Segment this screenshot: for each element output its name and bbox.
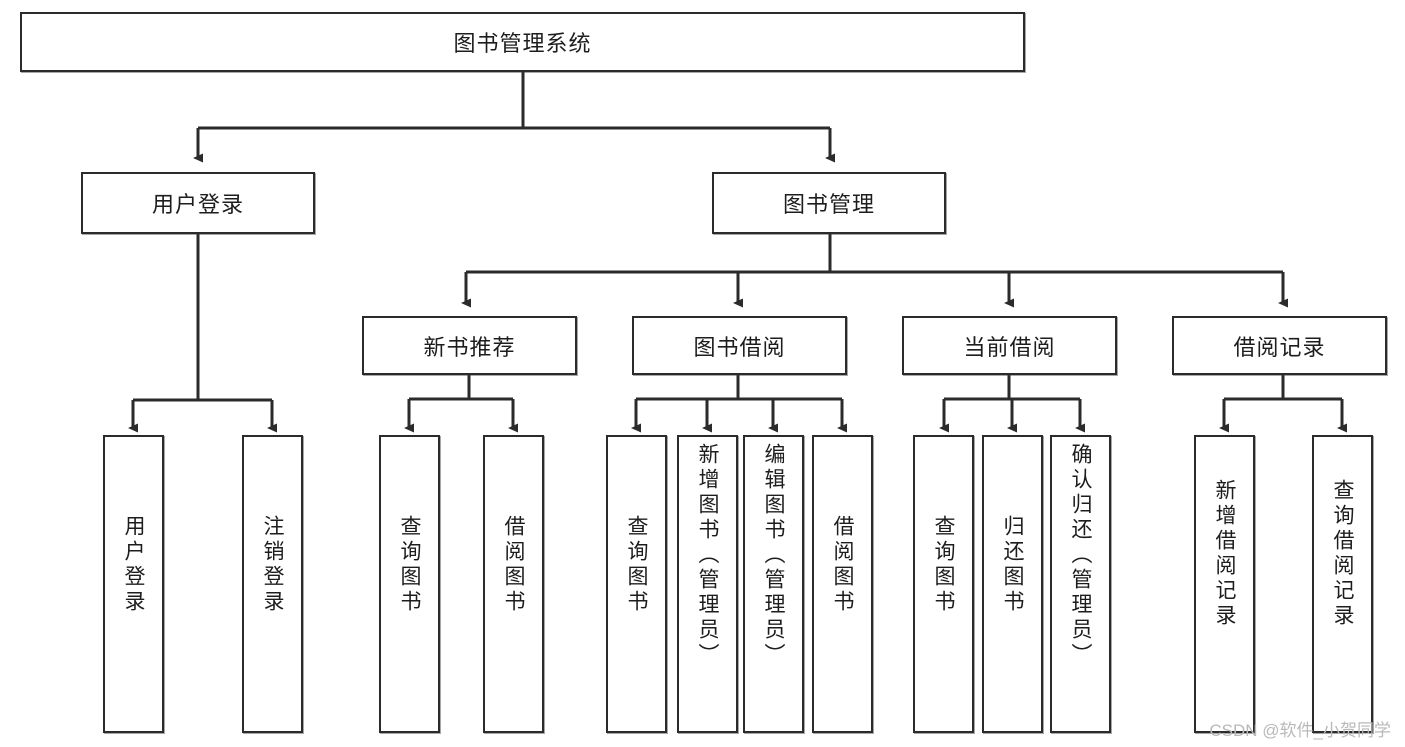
node-leaf-query-book-2[interactable]: 查询图书 — [606, 435, 667, 733]
node-leaf-query-book-1[interactable]: 查询图书 — [379, 435, 440, 733]
node-leaf-query-record-label: 查询借阅记录 — [1331, 479, 1354, 629]
node-book-borrow-label: 图书借阅 — [693, 334, 786, 360]
node-current-borrow-label: 当前借阅 — [963, 334, 1056, 360]
node-user-login[interactable]: 用户登录 — [81, 172, 315, 234]
node-leaf-return-book[interactable]: 归还图书 — [982, 435, 1043, 733]
node-leaf-confirm-return[interactable]: 确认归还（管理员） — [1050, 435, 1111, 733]
node-current-borrow[interactable]: 当前借阅 — [902, 316, 1117, 375]
node-leaf-add-record[interactable]: 新增借阅记录 — [1194, 435, 1255, 733]
node-leaf-borrow-book-1-label: 借阅图书 — [502, 515, 525, 615]
node-leaf-query-book-2-label: 查询图书 — [625, 515, 648, 615]
node-leaf-borrow-book-1[interactable]: 借阅图书 — [483, 435, 544, 733]
node-root-label: 图书管理系统 — [453, 31, 592, 56]
node-new-book-recommend-label: 新书推荐 — [423, 334, 516, 360]
node-borrow-record-label: 借阅记录 — [1233, 334, 1326, 360]
node-leaf-borrow-book-2-label: 借阅图书 — [831, 515, 854, 615]
node-leaf-query-book-3[interactable]: 查询图书 — [913, 435, 974, 733]
node-leaf-borrow-book-2[interactable]: 借阅图书 — [812, 435, 873, 733]
node-book-manage[interactable]: 图书管理 — [712, 172, 946, 234]
node-leaf-user-login-label: 用户登录 — [122, 515, 145, 615]
node-leaf-add-book[interactable]: 新增图书（管理员） — [677, 435, 738, 733]
node-leaf-query-record[interactable]: 查询借阅记录 — [1312, 435, 1373, 733]
node-book-borrow[interactable]: 图书借阅 — [632, 316, 847, 375]
node-root[interactable]: 图书管理系统 — [20, 12, 1025, 72]
node-leaf-logout-login[interactable]: 注销登录 — [242, 435, 303, 733]
node-borrow-record[interactable]: 借阅记录 — [1172, 316, 1387, 375]
node-user-login-label: 用户登录 — [151, 192, 244, 217]
node-leaf-logout-login-label: 注销登录 — [261, 515, 284, 615]
node-leaf-add-record-label: 新增借阅记录 — [1213, 479, 1236, 629]
node-leaf-add-book-label: 新增图书（管理员） — [696, 443, 719, 668]
node-leaf-return-book-label: 归还图书 — [1001, 515, 1024, 615]
node-book-manage-label: 图书管理 — [782, 192, 875, 217]
node-new-book-recommend[interactable]: 新书推荐 — [362, 316, 577, 375]
node-leaf-edit-book-label: 编辑图书（管理员） — [762, 443, 785, 668]
node-leaf-query-book-1-label: 查询图书 — [398, 515, 421, 615]
node-leaf-query-book-3-label: 查询图书 — [932, 515, 955, 615]
node-leaf-user-login[interactable]: 用户登录 — [103, 435, 164, 733]
node-leaf-confirm-return-label: 确认归还（管理员） — [1069, 443, 1092, 668]
node-leaf-edit-book[interactable]: 编辑图书（管理员） — [743, 435, 804, 733]
